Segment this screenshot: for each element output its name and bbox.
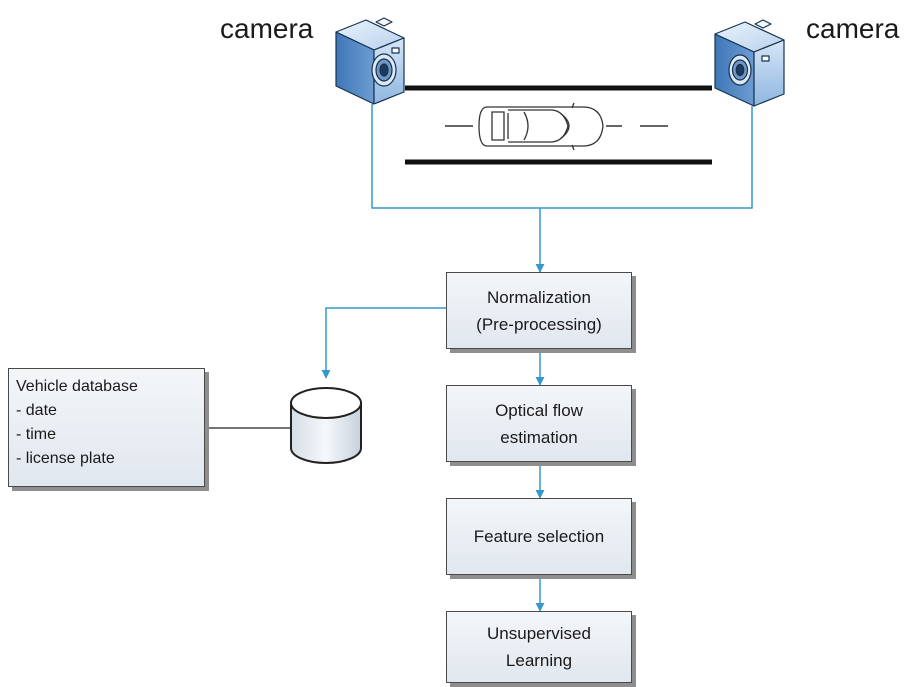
camera-left-label: camera [220, 13, 314, 44]
database-field-date: - date [16, 402, 57, 419]
database-field-license-plate: - license plate [16, 450, 115, 467]
unsupervised-line2: Learning [505, 651, 573, 670]
database-field-time: - time [16, 426, 56, 443]
camera-right-label: camera [806, 13, 900, 44]
database-title: Vehicle database [16, 378, 138, 395]
feature-selection-line1: Feature selection [473, 527, 605, 546]
camera-left-icon [335, 17, 405, 105]
unsupervised-learning-box: Unsupervised Learning [446, 611, 632, 683]
optical-flow-box: Optical flow estimation [446, 385, 632, 462]
camera-right-icon [714, 19, 785, 107]
connector-cam-left [371, 104, 540, 209]
optical-flow-line2: estimation [500, 427, 578, 447]
connectors [321, 104, 753, 612]
vehicle-database-box: Vehicle database - date - time - license… [8, 368, 205, 487]
normalization-line2: (Pre-processing) [476, 314, 602, 334]
car-icon [478, 102, 604, 151]
connector-cam-right [540, 106, 753, 209]
unsupervised-line1: Unsupervised [487, 624, 591, 643]
feature-selection-box: Feature selection [446, 498, 632, 575]
normalization-box: Normalization (Pre-processing) [446, 272, 632, 349]
road [405, 85, 712, 165]
arrow-to-database [321, 307, 446, 379]
database-cylinder-icon [290, 387, 362, 464]
optical-flow-line1: Optical flow [495, 400, 583, 420]
normalization-line1: Normalization [487, 287, 591, 307]
